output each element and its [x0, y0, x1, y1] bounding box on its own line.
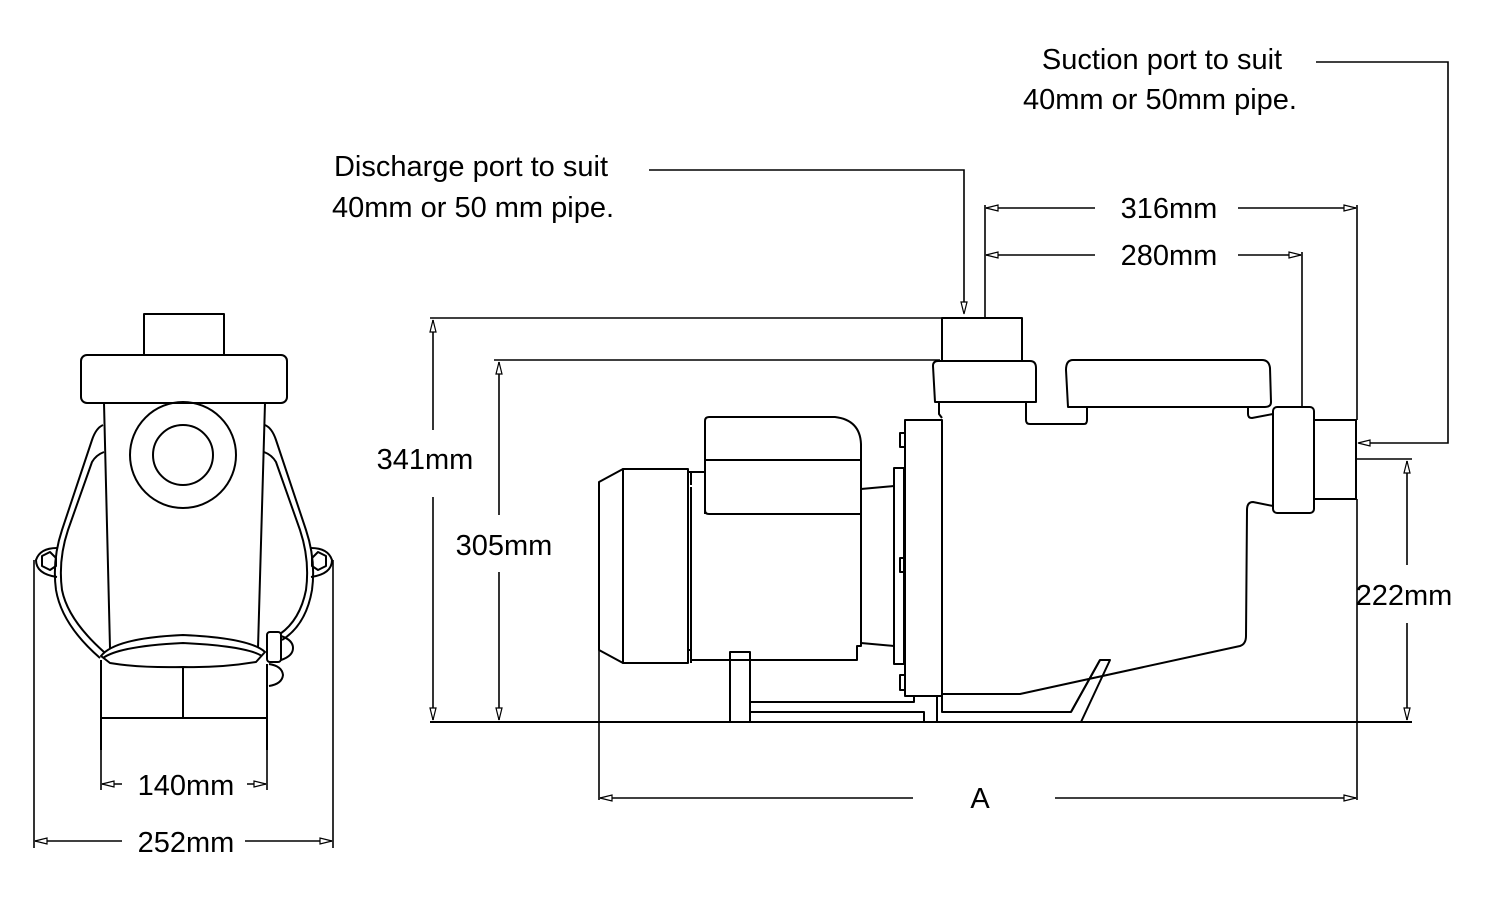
- motor-flange-taper: [860, 485, 895, 647]
- pump-housing: [941, 420, 1274, 713]
- dim-label-suction-height: 222mm: [1356, 580, 1453, 612]
- dim-label-overall-length: A: [970, 783, 990, 815]
- dimension-overall-width: 252mm: [34, 827, 333, 859]
- hex-bolt-icon: [41, 551, 57, 571]
- side-view: [430, 205, 1412, 800]
- motor-terminal-box: [704, 416, 862, 515]
- dimension-316: 316mm: [985, 193, 1357, 225]
- suction-union: [1272, 406, 1315, 514]
- front-suction-port-inner: [152, 424, 214, 486]
- callout-suction-line1: Suction port to suit: [1042, 44, 1282, 76]
- seal-plate-bolts: [899, 432, 905, 691]
- seal-plate: [904, 419, 943, 697]
- front-view: [33, 313, 334, 848]
- front-drain-cap: [280, 635, 294, 661]
- motor-body: [690, 460, 862, 661]
- dimension-overall-height: 341mm: [377, 319, 474, 721]
- dimension-suction-height: 222mm: [1356, 460, 1453, 721]
- dim-label-316: 316mm: [1121, 193, 1218, 225]
- motor-foot: [729, 651, 751, 723]
- suction-port: [1313, 419, 1357, 500]
- front-volute-shell-inner: [59, 451, 105, 653]
- dim-label-overall-height: 341mm: [377, 444, 474, 476]
- dim-label-lid-height: 305mm: [456, 530, 553, 562]
- front-drain-plug: [266, 631, 282, 663]
- front-base: [100, 660, 268, 750]
- front-strainer-body: [103, 402, 266, 649]
- dim-label-overall-width: 252mm: [138, 827, 235, 859]
- dimension-lid-height: 305mm: [456, 361, 553, 721]
- strainer-lid-clip: [1247, 407, 1274, 419]
- discharge-neck: [938, 402, 1088, 425]
- callout-suction-port: Suction port to suit 40mm or 50mm pipe.: [1023, 44, 1449, 447]
- dimension-overall-length: A: [599, 783, 1357, 815]
- dim-label-280: 280mm: [1121, 240, 1218, 272]
- base-plate: [750, 695, 938, 722]
- front-discharge-port: [143, 313, 225, 356]
- motor-fan-cover: [598, 468, 624, 664]
- callout-discharge-line1: Discharge port to suit: [334, 151, 608, 183]
- front-volute-shell-outer: [53, 424, 104, 659]
- dimension-base-width: 140mm: [101, 770, 267, 802]
- drain-bracket: [1070, 659, 1111, 723]
- dimension-280: 280mm: [985, 240, 1302, 272]
- front-lid: [80, 354, 288, 404]
- front-base-lip: [100, 634, 266, 669]
- strainer-lid: [1065, 359, 1272, 408]
- motor-end-cap: [622, 468, 689, 664]
- front-lug-right: [310, 547, 333, 578]
- callout-discharge-line2: 40mm or 50 mm pipe.: [332, 192, 614, 224]
- callout-suction-line2: 40mm or 50mm pipe.: [1023, 84, 1297, 116]
- front-volute-shell-inner-r: [263, 451, 309, 635]
- discharge-port: [941, 317, 1023, 362]
- hex-bolt-icon: [311, 551, 327, 571]
- callout-discharge-port: Discharge port to suit 40mm or 50 mm pip…: [332, 151, 968, 315]
- front-drain-cap-2: [268, 663, 284, 687]
- front-lug-left: [35, 547, 58, 578]
- front-base-lip-inner: [102, 642, 263, 659]
- discharge-union: [932, 360, 1037, 403]
- dim-label-base-width: 140mm: [138, 770, 235, 802]
- front-suction-port-outer: [129, 401, 237, 509]
- front-volute-shell-outer-r: [264, 424, 315, 641]
